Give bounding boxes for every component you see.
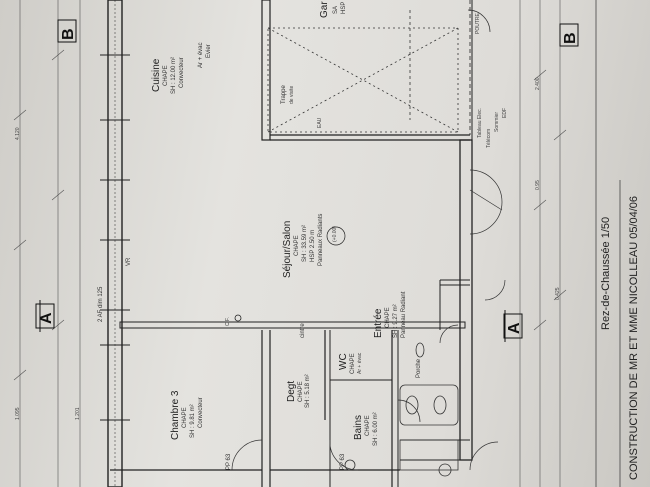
room-wc-floor: CHAPE (350, 353, 356, 374)
windows (100, 54, 130, 421)
tableau-label: Tableau Elec. (477, 107, 483, 138)
drawing-title: CONSTRUCTION DE MR ET MME NICOLLEAU 05/0… (628, 195, 640, 480)
room-sejour-heat: Panneaux Radiants (318, 213, 324, 266)
vr-label: VR (126, 257, 132, 266)
drawing-level-title: Rez-de-Chaussée 1/50 (600, 216, 612, 330)
room-cuisine-floor: CHAPE (163, 65, 169, 86)
door-pp63-b: PP 63 (340, 453, 346, 470)
cintre-label: cintre (300, 323, 306, 338)
room-garage-hsp: HSP (341, 1, 347, 14)
room-cuisine-note2: Evier (206, 44, 212, 58)
room-degt-area: SH : 5.18 m² (305, 374, 311, 408)
dim-text: 1.095 (15, 407, 21, 420)
room-chambre3-heat: Convecteur (198, 397, 204, 428)
room-cuisine-note: Ar + évac (198, 42, 204, 68)
room-bains-area: SH : 6.00 m² (373, 412, 379, 446)
room-degt-floor: CHAPE (298, 381, 304, 402)
level-marker: (+0.00) (332, 226, 338, 242)
room-chambre3-area: SH : 9.81 m² (190, 404, 196, 438)
telecom-label: Télécom (486, 128, 492, 148)
dim-text: 0.425 (555, 287, 561, 300)
room-sejour-floor: CHAPE (294, 235, 300, 256)
poutre-label: POUTRE (475, 13, 481, 34)
room-chambre3-name: Chambre 3 (170, 390, 181, 440)
room-entree-name: Entrée (373, 308, 384, 338)
dim-text: 4.120 (15, 127, 21, 140)
room-bains-name: Bains (353, 414, 364, 440)
room-entree-floor: CHAPE (385, 307, 391, 328)
room-cuisine-heat: Convecteur (179, 57, 185, 88)
dim-text: 2.400 (535, 77, 541, 90)
section-marker-b-right: B (562, 32, 579, 44)
room-cuisine-name: Cuisine (151, 58, 162, 92)
dim-text: 0.95 (535, 180, 541, 190)
dim-text: 1.201 (75, 407, 81, 420)
room-bains-floor: CHAPE (365, 415, 371, 436)
section-marker-a-left: A (38, 312, 55, 324)
af-label: 2 AF dim 125 (98, 286, 104, 322)
room-degt-name: Degt (286, 380, 297, 402)
trappe-label: Trappe (281, 85, 287, 104)
visite-label: de visite (289, 85, 295, 104)
door-pp63-a: PP 63 (226, 453, 232, 470)
trappe-area (267, 10, 459, 133)
room-porche-name: Porche (416, 358, 422, 378)
room-garage-name: Gar (319, 1, 330, 18)
room-sejour-hsp: HSP 2.50 m (310, 229, 316, 262)
room-entree-area: SH : 9.27 m² (393, 304, 399, 338)
room-wc-name: WC (338, 353, 349, 370)
room-sejour-area: SH : 33.59 m² (302, 224, 308, 262)
door-swings (231, 9, 506, 471)
edf-label: EDF (502, 108, 508, 118)
room-wc-note: Ar + évac (357, 352, 363, 374)
room-chambre3-floor: CHAPE (182, 407, 188, 428)
sommier-label: Sommier (494, 111, 500, 132)
eau-label: EAU (317, 117, 323, 128)
room-sejour-name: Séjour/Salon (282, 220, 293, 278)
sanitary-fixtures (344, 342, 459, 477)
section-marker-a-right: A (506, 322, 523, 334)
room-garage-code: SA (333, 5, 339, 14)
room-entree-heat: Panneau Radiant (401, 291, 407, 338)
section-marker-b-top: B (60, 28, 77, 40)
section-markers (35, 19, 579, 342)
room-cuisine-area: SH : 12.00 m² (171, 56, 177, 94)
cf-label: C.F. (225, 317, 231, 326)
